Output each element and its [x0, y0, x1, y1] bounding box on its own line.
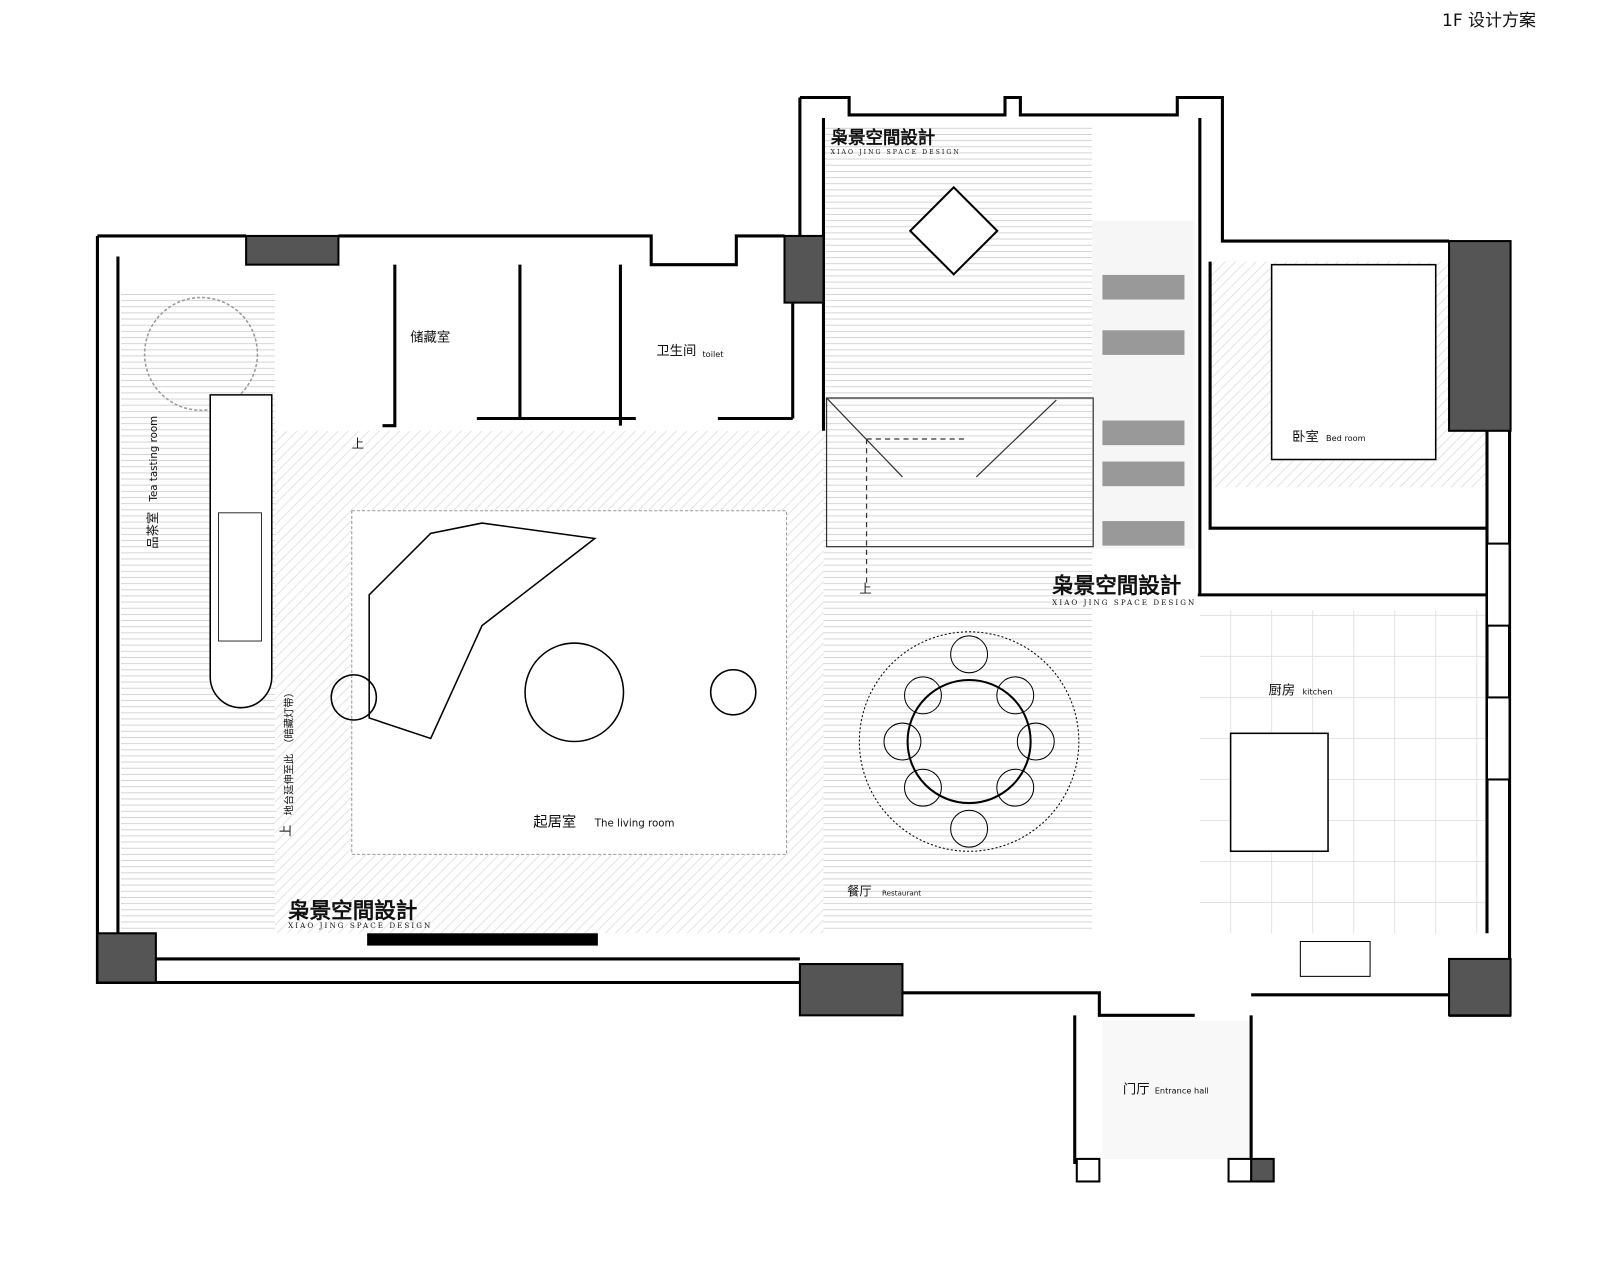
tv-console [367, 933, 598, 946]
label-bedroom-en: Bed room [1326, 433, 1366, 443]
label-tea-room: 品茶室 [145, 512, 160, 549]
label-restaurant: 餐厅 [847, 883, 872, 898]
up-marker-storage: 上 [352, 437, 364, 451]
label-toilet: 卫生间 [656, 343, 696, 359]
floor-finishes [121, 123, 1487, 1159]
svg-text:枭景空間設計: 枭景空間設計 [288, 898, 417, 924]
label-toilet-en: toilet [702, 349, 724, 359]
logo-watermark-3: 枭景空間設計 XIAO JING SPACE DESIGN [288, 898, 432, 930]
svg-text:XIAO JING SPACE DESIGN: XIAO JING SPACE DESIGN [288, 921, 432, 930]
logo-watermark-2: 枭景空間設計 XIAO JING SPACE DESIGN [1052, 573, 1196, 607]
label-entrance-en: Entrance hall [1155, 1085, 1209, 1095]
kitchen-island [1229, 732, 1329, 853]
label-platform-note: 地台延伸至此 （暗藏灯带） [282, 687, 295, 815]
staircase [825, 397, 1094, 585]
svg-text:枭景空間設計: 枭景空間設計 [1052, 573, 1181, 599]
drawing-title: 1F 设计方案 [1442, 11, 1536, 31]
up-marker-stairs: 上 [859, 582, 871, 596]
svg-text:XIAO JING SPACE DESIGN: XIAO JING SPACE DESIGN [1052, 598, 1196, 607]
label-kitchen: 厨房 [1269, 682, 1296, 698]
label-tea-room-en: Tea tasting room [148, 416, 160, 503]
label-living-room: 起居室 [533, 814, 576, 831]
label-kitchen-en: kitchen [1302, 686, 1332, 696]
living-sofa [143, 296, 757, 743]
bed [1270, 263, 1437, 461]
tea-bar [209, 394, 273, 709]
round-dining-table [858, 631, 1080, 852]
svg-text:XIAO JING SPACE DESIGN: XIAO JING SPACE DESIGN [831, 149, 961, 156]
structural-columns [96, 234, 1512, 1183]
svg-text:枭景空間設計: 枭景空間設計 [830, 128, 936, 149]
stove [1299, 940, 1371, 977]
label-entrance: 门厅 [1123, 1081, 1150, 1097]
stair-steps [1102, 274, 1185, 546]
square-table [908, 185, 999, 276]
label-bedroom: 卧室 [1292, 428, 1319, 445]
up-marker-platform: 上 [279, 825, 293, 837]
label-living-room-en: The living room [594, 818, 675, 830]
label-restaurant-en: Restaurant [882, 888, 921, 897]
window-sills [1075, 542, 1511, 1183]
label-storage: 储藏室 [410, 329, 450, 346]
logo-watermark-1: 枭景空間設計 XIAO JING SPACE DESIGN [830, 128, 961, 156]
